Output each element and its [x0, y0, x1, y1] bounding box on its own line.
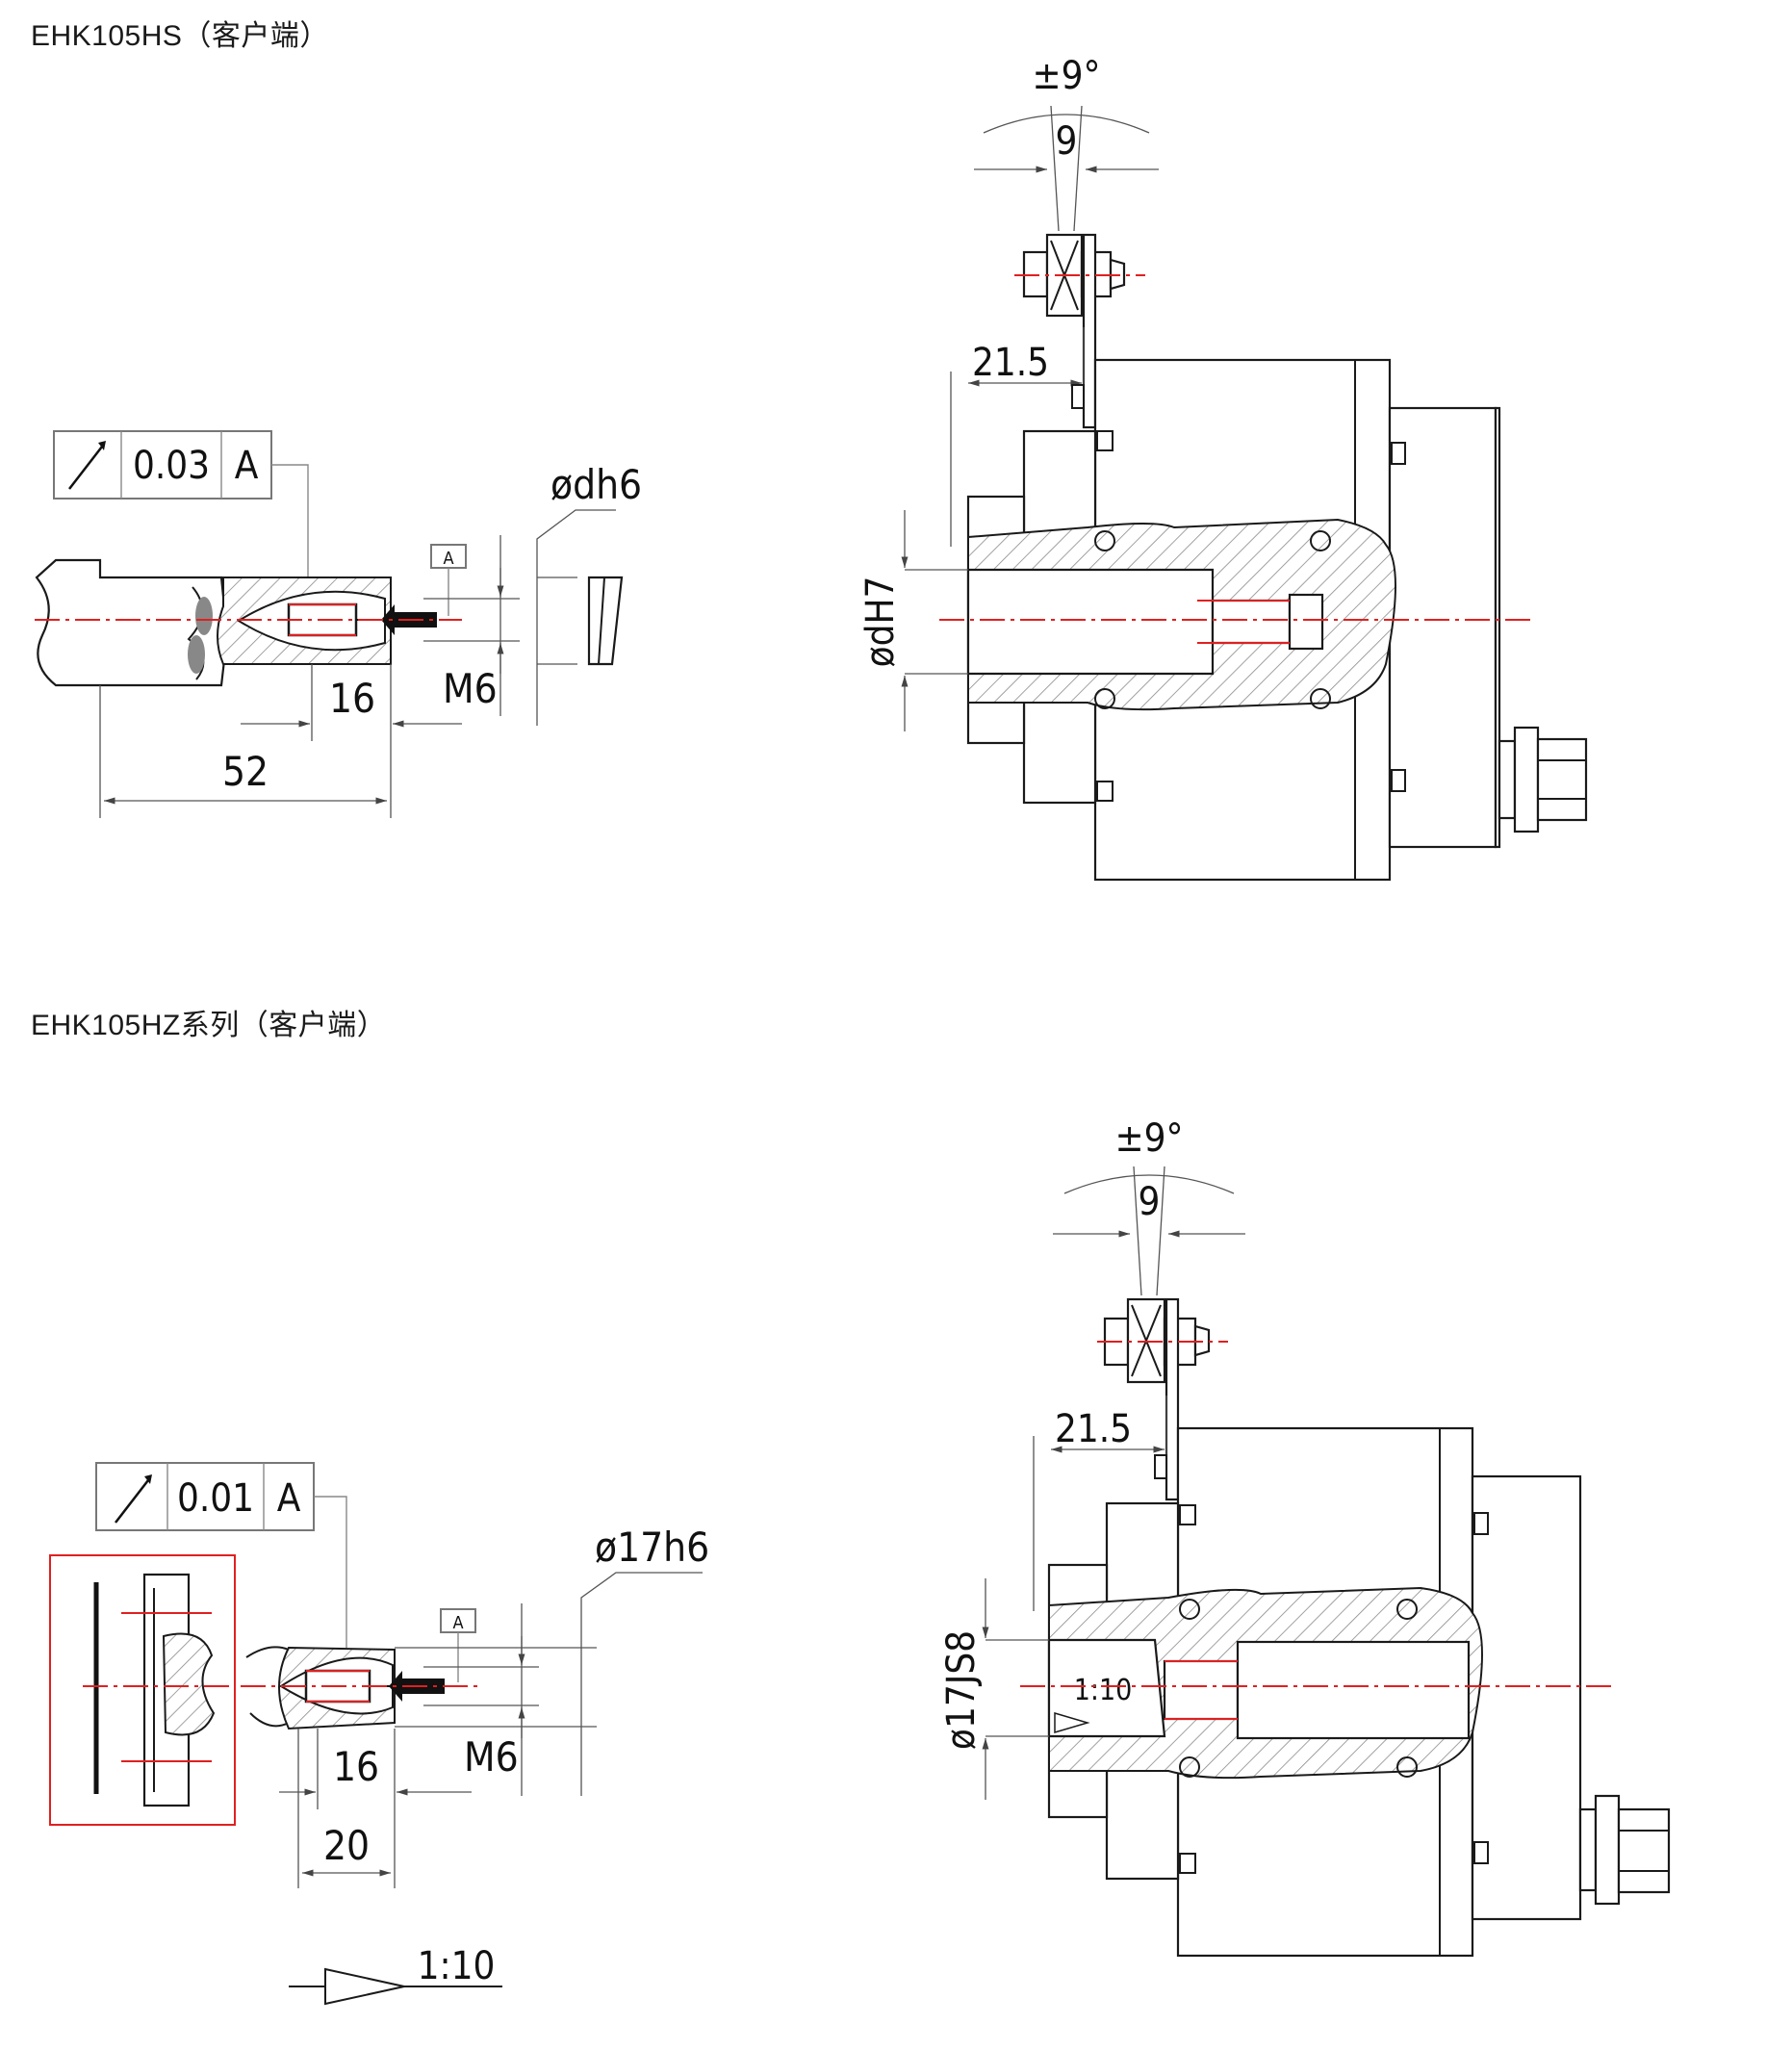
hs-tolerance-datum: A [235, 444, 259, 488]
hs-shaft-view: 0.03 A A [35, 430, 642, 818]
hs-encoder-view: ±9° 9 21.5 [858, 54, 1588, 882]
hs-length-label: 52 [222, 748, 269, 795]
hz-angle-label: ±9° [1114, 1116, 1183, 1161]
hs-gap-label: 9 [1056, 119, 1078, 164]
hs-depth-label: 16 [329, 675, 375, 722]
hz-tolerance-frame: 0.01 A [95, 1462, 347, 1648]
hs-offset-label: 21.5 [972, 341, 1049, 385]
hz-gap-label: 9 [1139, 1180, 1161, 1224]
hz-bearing-marks [1179, 1599, 1418, 1778]
hz-length-label: 20 [323, 1822, 370, 1869]
hz-taper-label: 1:10 [418, 1944, 496, 1988]
hs-thread-label: M6 [443, 665, 498, 712]
hs-datum-box-label: A [443, 549, 453, 569]
hz-bore-label: ø17JS8 [939, 1630, 984, 1750]
hs-bearing-marks [1094, 530, 1331, 709]
hs-tolerance-value: 0.03 [133, 444, 210, 488]
runout-arrow-icon [68, 441, 106, 490]
hz-offset-label: 21.5 [1055, 1407, 1132, 1451]
hs-tolerance-frame: 0.03 A [53, 430, 309, 577]
hz-depth-label: 16 [333, 1743, 379, 1790]
taper-triangle-icon [289, 1967, 502, 2006]
hz-shaft-view: 0.01 A [49, 1462, 709, 2006]
hz-datum-box-label: A [452, 1613, 463, 1633]
hs-diameter-label: ødh6 [550, 461, 642, 508]
section-title-hs: EHK105HS（客户端） [31, 20, 329, 52]
hz-tolerance-value: 0.01 [177, 1476, 254, 1521]
hz-encoder-view: ±9° 9 21.5 [939, 1116, 1671, 1958]
section-title-hz: EHK105HZ系列（客户端） [31, 1010, 387, 1041]
runout-arrow-icon [115, 1474, 152, 1524]
hs-angle-label: ±9° [1032, 54, 1100, 98]
hz-diameter-label: ø17h6 [595, 1524, 709, 1571]
hz-bore-taper-label: 1:10 [1074, 1674, 1133, 1707]
hs-bore-label: ødH7 [858, 577, 903, 668]
hz-thread-label: M6 [464, 1733, 519, 1781]
hz-tolerance-datum: A [277, 1476, 301, 1521]
